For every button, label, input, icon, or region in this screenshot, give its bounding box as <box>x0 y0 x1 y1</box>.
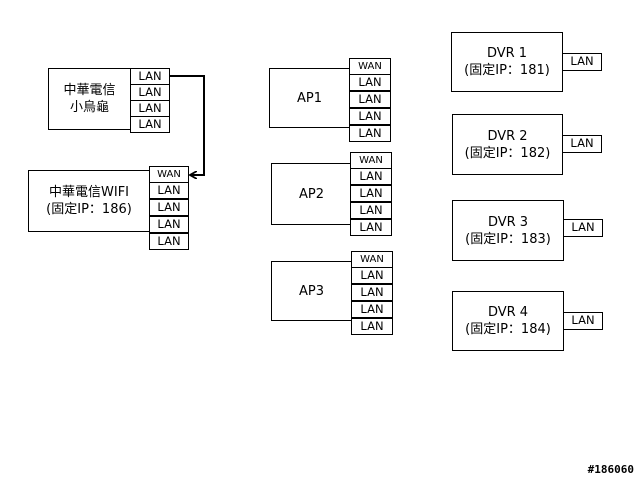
dvr2-port-lan: LAN <box>562 135 602 153</box>
modem-to-router-arrow <box>170 75 205 175</box>
modem-label-line1: 中華電信 <box>63 83 116 98</box>
modem-label-line2: 小烏龜 <box>69 100 109 115</box>
dvr4-box: DVR 4 (固定IP：184) <box>452 291 564 351</box>
router-label-line1: 中華電信WIFI <box>49 185 129 200</box>
ap2-box: AP2 <box>271 163 352 225</box>
ap2-port-lan-3: LAN <box>350 202 392 219</box>
ap3-port-lan-2: LAN <box>351 284 393 301</box>
dvr1-label-line1: DVR 1 <box>486 46 528 61</box>
ap1-label: AP1 <box>296 90 322 106</box>
dvr4-port-lan: LAN <box>563 312 603 330</box>
dvr1-box: DVR 1 (固定IP：181) <box>451 32 563 92</box>
dvr3-label-line1: DVR 3 <box>487 214 529 230</box>
dvr3-label-line2: (固定IP：183) <box>465 231 551 247</box>
ap1-port-lan-4: LAN <box>349 125 391 142</box>
dvr3-box: DVR 3 (固定IP：183) <box>452 200 564 261</box>
dvr1-port-lan: LAN <box>562 53 602 71</box>
modem-port-4: LAN <box>130 116 170 133</box>
router-port-lan-2: LAN <box>149 199 189 216</box>
dvr4-label-line2: (固定IP：184) <box>465 322 551 337</box>
dvr4-label-line1: DVR 4 <box>487 305 529 320</box>
ap2-label: AP2 <box>298 186 324 202</box>
router-label-line2: (固定IP：186) <box>46 202 132 217</box>
dvr2-box: DVR 2 (固定IP：182) <box>452 114 563 175</box>
ap3-label: AP3 <box>298 283 324 299</box>
ap1-port-lan-3: LAN <box>349 108 391 125</box>
ap3-box: AP3 <box>271 261 352 321</box>
router-port-lan-1: LAN <box>149 182 189 199</box>
ap2-port-lan-1: LAN <box>350 168 392 185</box>
dvr2-label-line2: (固定IP：182) <box>464 145 551 161</box>
watermark: #186060 <box>587 463 634 476</box>
dvr3-port-lan: LAN <box>563 219 603 237</box>
dvr1-label-line2: (固定IP：181) <box>464 63 550 78</box>
ap2-port-lan-2: LAN <box>350 185 392 202</box>
dvr2-label-line1: DVR 2 <box>487 128 528 144</box>
ap1-port-lan-2: LAN <box>349 91 391 108</box>
ap3-port-lan-1: LAN <box>351 267 393 284</box>
ap1-box: AP1 <box>269 68 350 128</box>
ap1-port-lan-1: LAN <box>349 74 391 91</box>
modem-box: 中華電信 小烏龜 <box>48 68 131 130</box>
ap2-port-lan-4: LAN <box>350 219 392 236</box>
router-port-lan-4: LAN <box>149 233 189 250</box>
ap3-port-lan-4: LAN <box>351 318 393 335</box>
ap3-port-lan-3: LAN <box>351 301 393 318</box>
router-port-lan-3: LAN <box>149 216 189 233</box>
